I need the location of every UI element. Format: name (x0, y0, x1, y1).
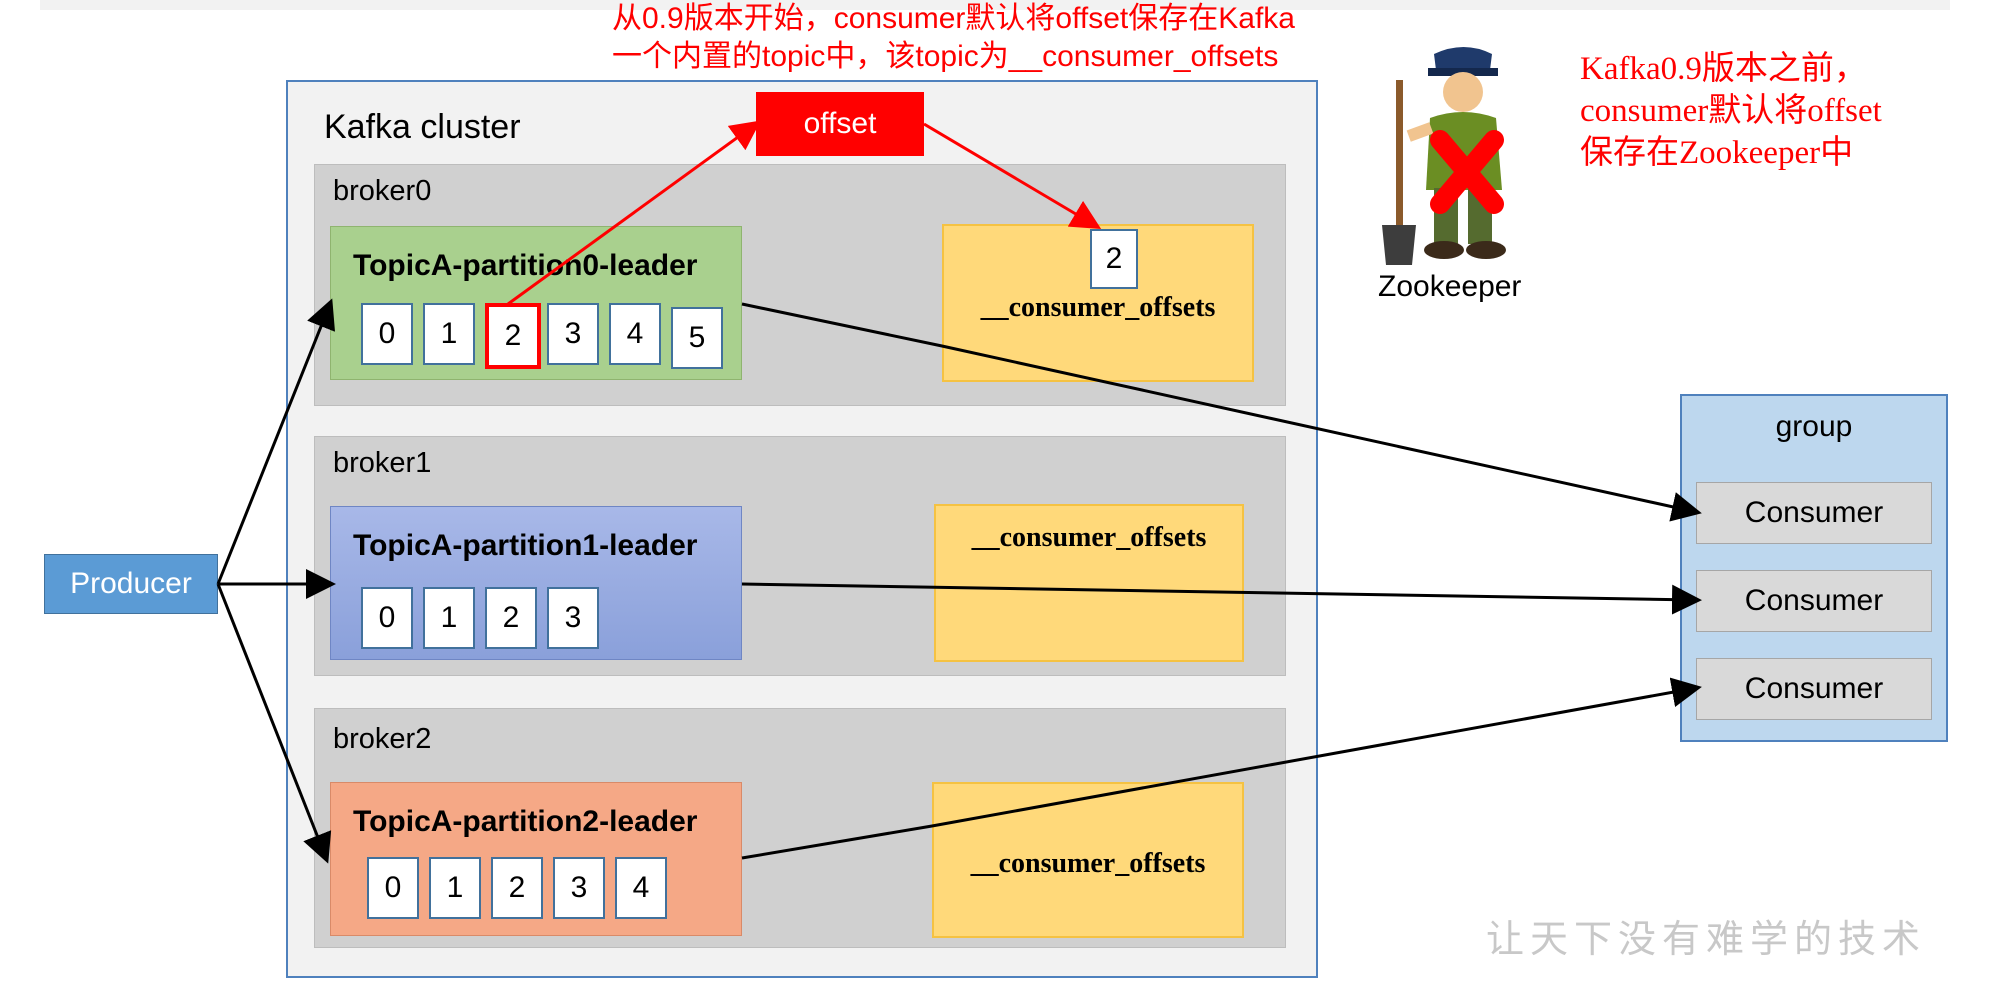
topica-partition1-leader: TopicA-partition1-leader 0 1 2 3 (330, 506, 742, 660)
consumer-offsets-label-0: __consumer_offsets (980, 292, 1216, 323)
consumer-offsets-broker2: __consumer_offsets (932, 782, 1244, 938)
consumer-3: Consumer (1696, 658, 1932, 720)
partition1-cell-3: 3 (547, 587, 599, 649)
broker1-label: broker1 (333, 447, 432, 479)
shovel-blade (1382, 225, 1416, 265)
zookeeper-arm (1406, 122, 1434, 142)
right-note-line2: consumer默认将offset (1580, 93, 1882, 129)
partition2-cell-3: 3 (553, 857, 605, 919)
partition1-cell-2: 2 (485, 587, 537, 649)
right-note: Kafka0.9版本之前， consumer默认将offset 保存在Zooke… (1580, 48, 1882, 174)
partition0-title: TopicA-partition0-leader (353, 249, 698, 282)
topica-partition0-leader: TopicA-partition0-leader 0 1 2 3 4 5 (330, 226, 742, 380)
partition2-cell-2: 2 (491, 857, 543, 919)
consumer-group: group Consumer Consumer Consumer (1680, 394, 1948, 742)
zookeeper-boot-right (1466, 241, 1506, 259)
zookeeper-label: Zookeeper (1378, 270, 1522, 303)
zookeeper-figure-icon (1382, 47, 1506, 265)
stored-offset-value: 2 (1090, 229, 1138, 289)
group-title: group (1775, 410, 1853, 443)
consumer-offsets-broker1: __consumer_offsets (934, 504, 1244, 662)
partition0-cell-2-highlighted: 2 (485, 303, 541, 369)
shovel-handle (1396, 80, 1403, 230)
right-note-line3: 保存在Zookeeper中 (1580, 135, 1854, 171)
partition0-cell-4: 4 (609, 303, 661, 365)
cluster-title: Kafka cluster (324, 108, 521, 146)
red-cross-stroke-2 (1430, 130, 1504, 214)
partition0-cell-0: 0 (361, 303, 413, 365)
consumer-offsets-label-2: __consumer_offsets (970, 848, 1206, 879)
top-note: 从0.9版本开始，consumer默认将offset保存在Kafka 一个内置的… (612, 0, 1295, 76)
consumer-offsets-label-1: __consumer_offsets (971, 522, 1207, 553)
partition2-title: TopicA-partition2-leader (353, 805, 698, 838)
producer: Producer (44, 554, 218, 614)
topica-partition2-leader: TopicA-partition2-leader 0 1 2 3 4 (330, 782, 742, 936)
zookeeper-face (1443, 72, 1483, 112)
offset-box: offset (756, 92, 924, 156)
consumer-2: Consumer (1696, 570, 1932, 632)
watermark: 让天下没有难学的技术 (1486, 917, 1927, 961)
partition1-title: TopicA-partition1-leader (353, 529, 698, 562)
partition0-cell-3: 3 (547, 303, 599, 365)
partition2-cell-4: 4 (615, 857, 667, 919)
partition1-cell-1: 1 (423, 587, 475, 649)
partition1-cell-0: 0 (361, 587, 413, 649)
partition2-cell-0: 0 (367, 857, 419, 919)
broker0-label: broker0 (333, 175, 432, 207)
consumer-1: Consumer (1696, 482, 1932, 544)
top-note-line2: 一个内置的topic中，该topic为__consumer_offsets (612, 40, 1279, 73)
broker2-label: broker2 (333, 723, 432, 755)
partition0-cell-5: 5 (671, 307, 723, 369)
zookeeper-cap (1434, 47, 1492, 70)
partition2-cell-1: 1 (429, 857, 481, 919)
top-bar (40, 0, 1950, 10)
partition0-cell-1: 1 (423, 303, 475, 365)
zookeeper-boot-left (1424, 241, 1464, 259)
right-note-line1: Kafka0.9版本之前， (1580, 51, 1867, 87)
top-note-line1: 从0.9版本开始，consumer默认将offset保存在Kafka (612, 2, 1295, 35)
